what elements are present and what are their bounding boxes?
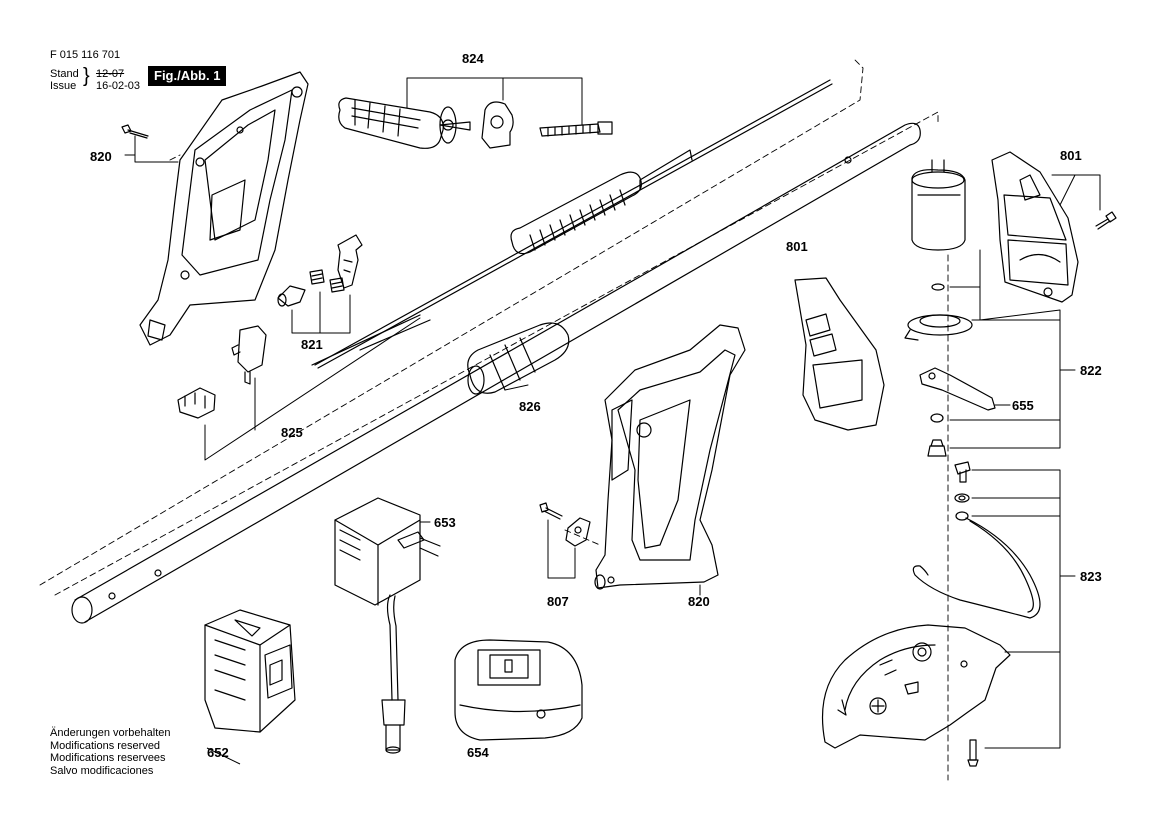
screw-801 xyxy=(1095,211,1117,230)
label-824: 824 xyxy=(462,51,484,66)
label-807: 807 xyxy=(547,594,569,609)
issue-label: Issue xyxy=(50,80,77,92)
contact-plate xyxy=(177,387,216,419)
retaining-clip-807 xyxy=(565,517,591,547)
label-823: 823 xyxy=(1080,569,1102,584)
main-tube xyxy=(71,122,921,624)
fan-disc xyxy=(904,314,973,341)
screw-807 xyxy=(539,502,563,520)
switch-button xyxy=(277,285,306,307)
handle-bolt xyxy=(539,121,613,137)
note-fr: Modifications reservees xyxy=(50,752,166,764)
washer-small xyxy=(930,413,944,423)
leader-lines xyxy=(124,77,1101,749)
label-655: 655 xyxy=(1012,398,1034,413)
modification-notes: Änderungen vorbehalten Modifications res… xyxy=(50,727,170,777)
note-de: Änderungen vorbehalten xyxy=(50,727,171,739)
note-es: Salvo modificaciones xyxy=(50,764,154,777)
label-653: 653 xyxy=(434,515,456,530)
motor xyxy=(911,159,966,251)
switch-lever xyxy=(337,234,363,289)
flexible-shaft-spring xyxy=(510,171,642,255)
switch-springs xyxy=(309,269,345,293)
fixing-screw-bottom xyxy=(967,739,979,767)
housing-half-left xyxy=(139,71,309,346)
label-820-bottom: 820 xyxy=(688,594,710,609)
cutter-blade-655 xyxy=(919,367,996,411)
label-652: 652 xyxy=(207,745,229,760)
figure-label: Fig./Abb. 1 xyxy=(148,66,227,86)
housing-half-right xyxy=(991,151,1079,303)
note-en: Modifications reserved xyxy=(50,739,161,752)
label-652-strike xyxy=(206,747,241,765)
header-brace: } xyxy=(83,65,90,87)
washer-823 xyxy=(954,493,970,503)
grass-guard xyxy=(821,624,1011,749)
clamp-ring xyxy=(481,101,514,149)
assembly-axis-lines xyxy=(39,59,949,781)
fixing-screw-top xyxy=(954,461,971,483)
label-820-top: 820 xyxy=(90,149,112,164)
stand-label: Stand xyxy=(50,68,79,80)
auxiliary-handle xyxy=(338,97,471,149)
tube-coupling-826 xyxy=(467,322,570,395)
label-826: 826 xyxy=(519,399,541,414)
main-handle xyxy=(594,324,746,590)
switch-module xyxy=(231,325,267,385)
screw-820 xyxy=(121,124,149,139)
label-654: 654 xyxy=(467,745,489,760)
wire-guard-bow xyxy=(912,511,1041,619)
battery-pack xyxy=(204,609,296,733)
charger-adapter xyxy=(334,497,441,754)
charging-cradle xyxy=(454,639,583,741)
issue-date: 16-02-03 xyxy=(96,80,141,92)
drive-nut xyxy=(927,439,947,457)
label-821: 821 xyxy=(301,337,323,352)
label-825: 825 xyxy=(281,425,303,440)
motor-washer xyxy=(931,283,945,291)
document-number: F 015 116 701 xyxy=(50,49,121,61)
label-822: 822 xyxy=(1080,363,1102,378)
stand-date: 12-07 xyxy=(96,68,125,80)
grip-cover xyxy=(794,277,885,431)
label-801-right: 801 xyxy=(1060,148,1082,163)
label-801-mid: 801 xyxy=(786,239,808,254)
